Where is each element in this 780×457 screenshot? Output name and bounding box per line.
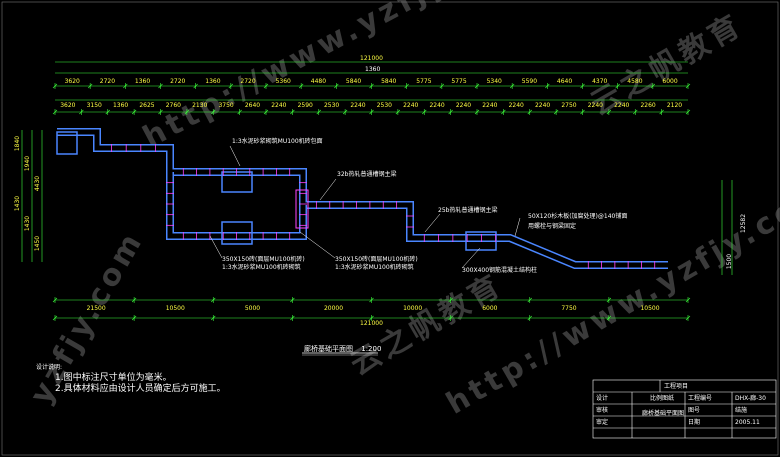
annotation-brick-facing: 1:3水泥砂浆砌筑MU100机砖包面 [232,138,323,145]
dim-row2-label-12: 2530 [376,102,392,109]
dim-row2-label-22: 2260 [640,102,656,109]
dim-row1-label-6: 5360 [275,78,291,85]
dim-row2-label-23: 2120 [666,102,683,109]
dim-bottom-label-6: 7750 [561,305,577,312]
dim-row1-label-2: 1360 [134,78,151,85]
dim-row1-label-12: 5340 [486,78,502,85]
dim-row2-label-17: 2240 [508,102,524,109]
dim-bottom-label-5: 6000 [482,305,498,312]
dim-row2-label-15: 2240 [455,102,472,109]
dim-row1-label-0: 3620 [64,78,80,85]
dim-bottom-label-1: 10500 [165,305,185,312]
dim-row2-label-13: 2240 [403,102,419,109]
notes-heading: 设计说明: [36,364,63,371]
tb-r2c: 图号 [688,407,701,414]
dim-row2-label-7: 2640 [244,102,261,109]
annotation-fir-deck: 50X120杉木板(加腐处理)@140铺面 [528,213,628,220]
leader-lines [209,145,521,269]
annotation-brick-2: 350X150砖(面层MU100机砖) [335,256,418,263]
dim-row2-label-3: 2625 [139,102,155,109]
tb-r2d: 结施 [735,407,748,414]
bridge-plan [56,128,668,269]
left-dim-label-4: 1430 [24,215,32,232]
annotation-bolt: 用螺栓与钢梁固定 [528,223,577,230]
overall-dim-top: 121000 [360,55,383,62]
plan-scale: 1:200 [361,345,382,353]
left-dimension-lines [21,130,43,262]
right-dim-2: 1500 [726,253,734,270]
note-1: 1.图中标注尺寸单位为毫米。 [55,373,172,383]
tb-r1a: 设计 [596,395,609,402]
dim-row2-label-5: 2130 [192,102,208,109]
tb-r3b: 日期 [688,419,701,426]
dim-row1-label-4: 1360 [205,78,221,85]
title-block-frame [592,379,777,439]
dim-row1-label-15: 4370 [592,78,608,85]
dim-row1-label-9: 5840 [381,78,397,85]
tb-r1d: DHX-廊-30 [735,395,766,402]
dim-bottom-label-0: 21500 [86,305,106,312]
bottom-dimension-ticks [52,297,691,321]
tb-project: 工程项目 [664,383,689,390]
dim-row1-label-5: 2720 [240,78,256,85]
dim-bottom-label-3: 20000 [323,305,344,312]
right-dimension-lines [721,180,733,275]
dim-row2-label-16: 2240 [482,102,498,109]
dim-row2-label-0: 3620 [60,102,76,109]
annotation-mortar-1: 1:3水泥砂浆MU100机砖砌筑 [222,264,301,271]
dim-row2-label-21: 2240 [614,102,630,109]
left-dim-label-2: 4430 [34,175,42,192]
dim-row2-label-14: 2240 [429,102,445,109]
tb-r1c: 工程编号 [688,395,713,402]
tb-r3a: 审定 [596,419,609,426]
dim-row1-label-14: 4640 [556,78,573,85]
annotation-mortar-2: 1:3水泥砂浆MU100机砖砌筑 [335,264,414,271]
dim-row1-label-11: 5775 [451,78,467,85]
annotation-brick-1: 350X150砖(面层MU100机砖) [222,256,305,263]
dim-row2-label-8: 2240 [271,102,287,109]
plan-title: 廊桥基础平面图 1:200 [304,344,381,354]
dim-row1-label-3: 2720 [170,78,186,85]
dim-row1-label-13: 5590 [521,78,538,85]
top-dimension-ticks [52,83,691,115]
dim-row1-label-7: 4480 [310,78,327,85]
total-dim-1360: 1360 [365,66,381,73]
left-dim-label-0: 1840 [14,135,22,152]
overall-dim-bottom: 121000 [360,320,383,327]
dim-row2-label-1: 3150 [86,102,102,109]
dim-bottom-label-7: 10500 [640,305,660,312]
right-dim-1: 12582 [740,213,748,234]
dim-row1-label-17: 6000 [662,78,678,85]
dim-row2-label-9: 2590 [297,102,313,109]
dim-row2-label-4: 2760 [165,102,181,109]
note-2: 2.具体材料应由设计人员确定后方可施工。 [55,384,226,394]
bridge-joists [111,144,656,269]
left-dim-label-5: 1450 [34,235,42,252]
tb-r2b: 廊桥基础平面图 [642,410,685,417]
dim-row2-label-10: 2530 [323,102,340,109]
tb-r1b: 比例图纸 [650,395,675,402]
dim-row2-label-2: 1360 [112,102,129,109]
dim-row1-label-1: 2720 [99,78,116,85]
dim-row2-label-6: 3750 [218,102,234,109]
dim-row1-label-10: 5775 [416,78,432,85]
plan-title-text: 廊桥基础平面图 [304,345,353,353]
dim-row2-label-11: 2240 [350,102,366,109]
annotation-column: 300X400钢筋混凝土结构柱 [462,267,538,274]
dim-row2-label-18: 2240 [534,102,551,109]
left-dim-label-1: 1940 [24,155,32,172]
annotation-32b-beam: 32b热轧普通槽钢主梁 [337,171,397,178]
tb-r2a: 审核 [596,407,609,414]
annotation-25b-beam: 25b热轧普通槽钢主梁 [438,207,498,214]
left-dim-label-3: 1430 [14,195,22,212]
dim-row1-label-16: 4580 [627,78,643,85]
dim-row1-label-8: 5840 [345,78,362,85]
dim-bottom-label-4: 10000 [403,305,423,312]
dim-bottom-label-2: 5000 [244,305,261,312]
tb-r3c: 2005.11 [735,419,760,426]
dim-row2-label-19: 2750 [561,102,577,109]
dim-row2-label-20: 2240 [587,102,603,109]
